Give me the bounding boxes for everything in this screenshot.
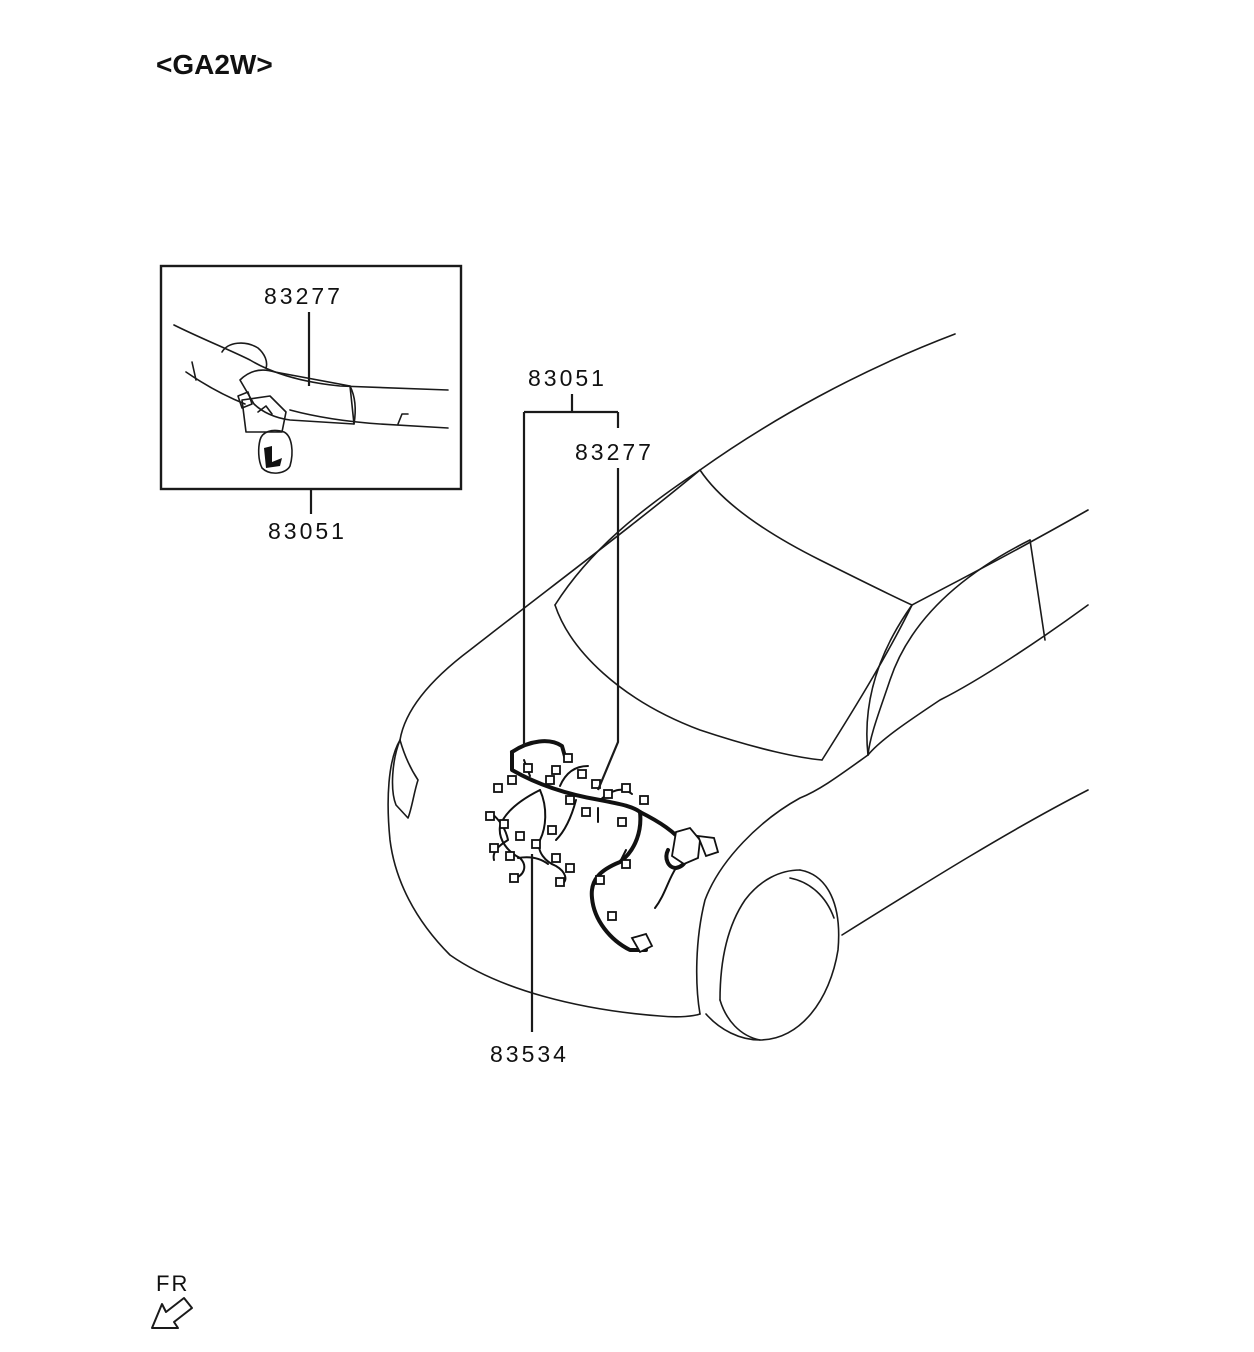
inset-part-number-bottom: 83051 bbox=[268, 518, 347, 544]
inset-cable-drawing bbox=[173, 324, 449, 474]
model-code-title: <GA2W> bbox=[156, 49, 273, 80]
callout-bottom: 83534 bbox=[490, 854, 569, 1067]
callout-part-number-bracket: 83051 bbox=[528, 365, 607, 391]
callout-part-number-bottom: 83534 bbox=[490, 1041, 569, 1067]
harness-connectors bbox=[485, 753, 649, 921]
callout-bracket: 83051 83277 bbox=[522, 365, 654, 791]
callout-part-number-sub: 83277 bbox=[575, 439, 654, 465]
front-direction-arrow-icon bbox=[151, 1297, 193, 1329]
inset-detail: 83277 83051 bbox=[159, 264, 463, 544]
vehicle-outline bbox=[387, 333, 1089, 1041]
front-direction-label: FR bbox=[156, 1271, 189, 1296]
inset-part-number-top: 83277 bbox=[264, 283, 343, 309]
engine-wiring-harness bbox=[485, 739, 720, 954]
front-direction-indicator: FR bbox=[151, 1271, 193, 1329]
